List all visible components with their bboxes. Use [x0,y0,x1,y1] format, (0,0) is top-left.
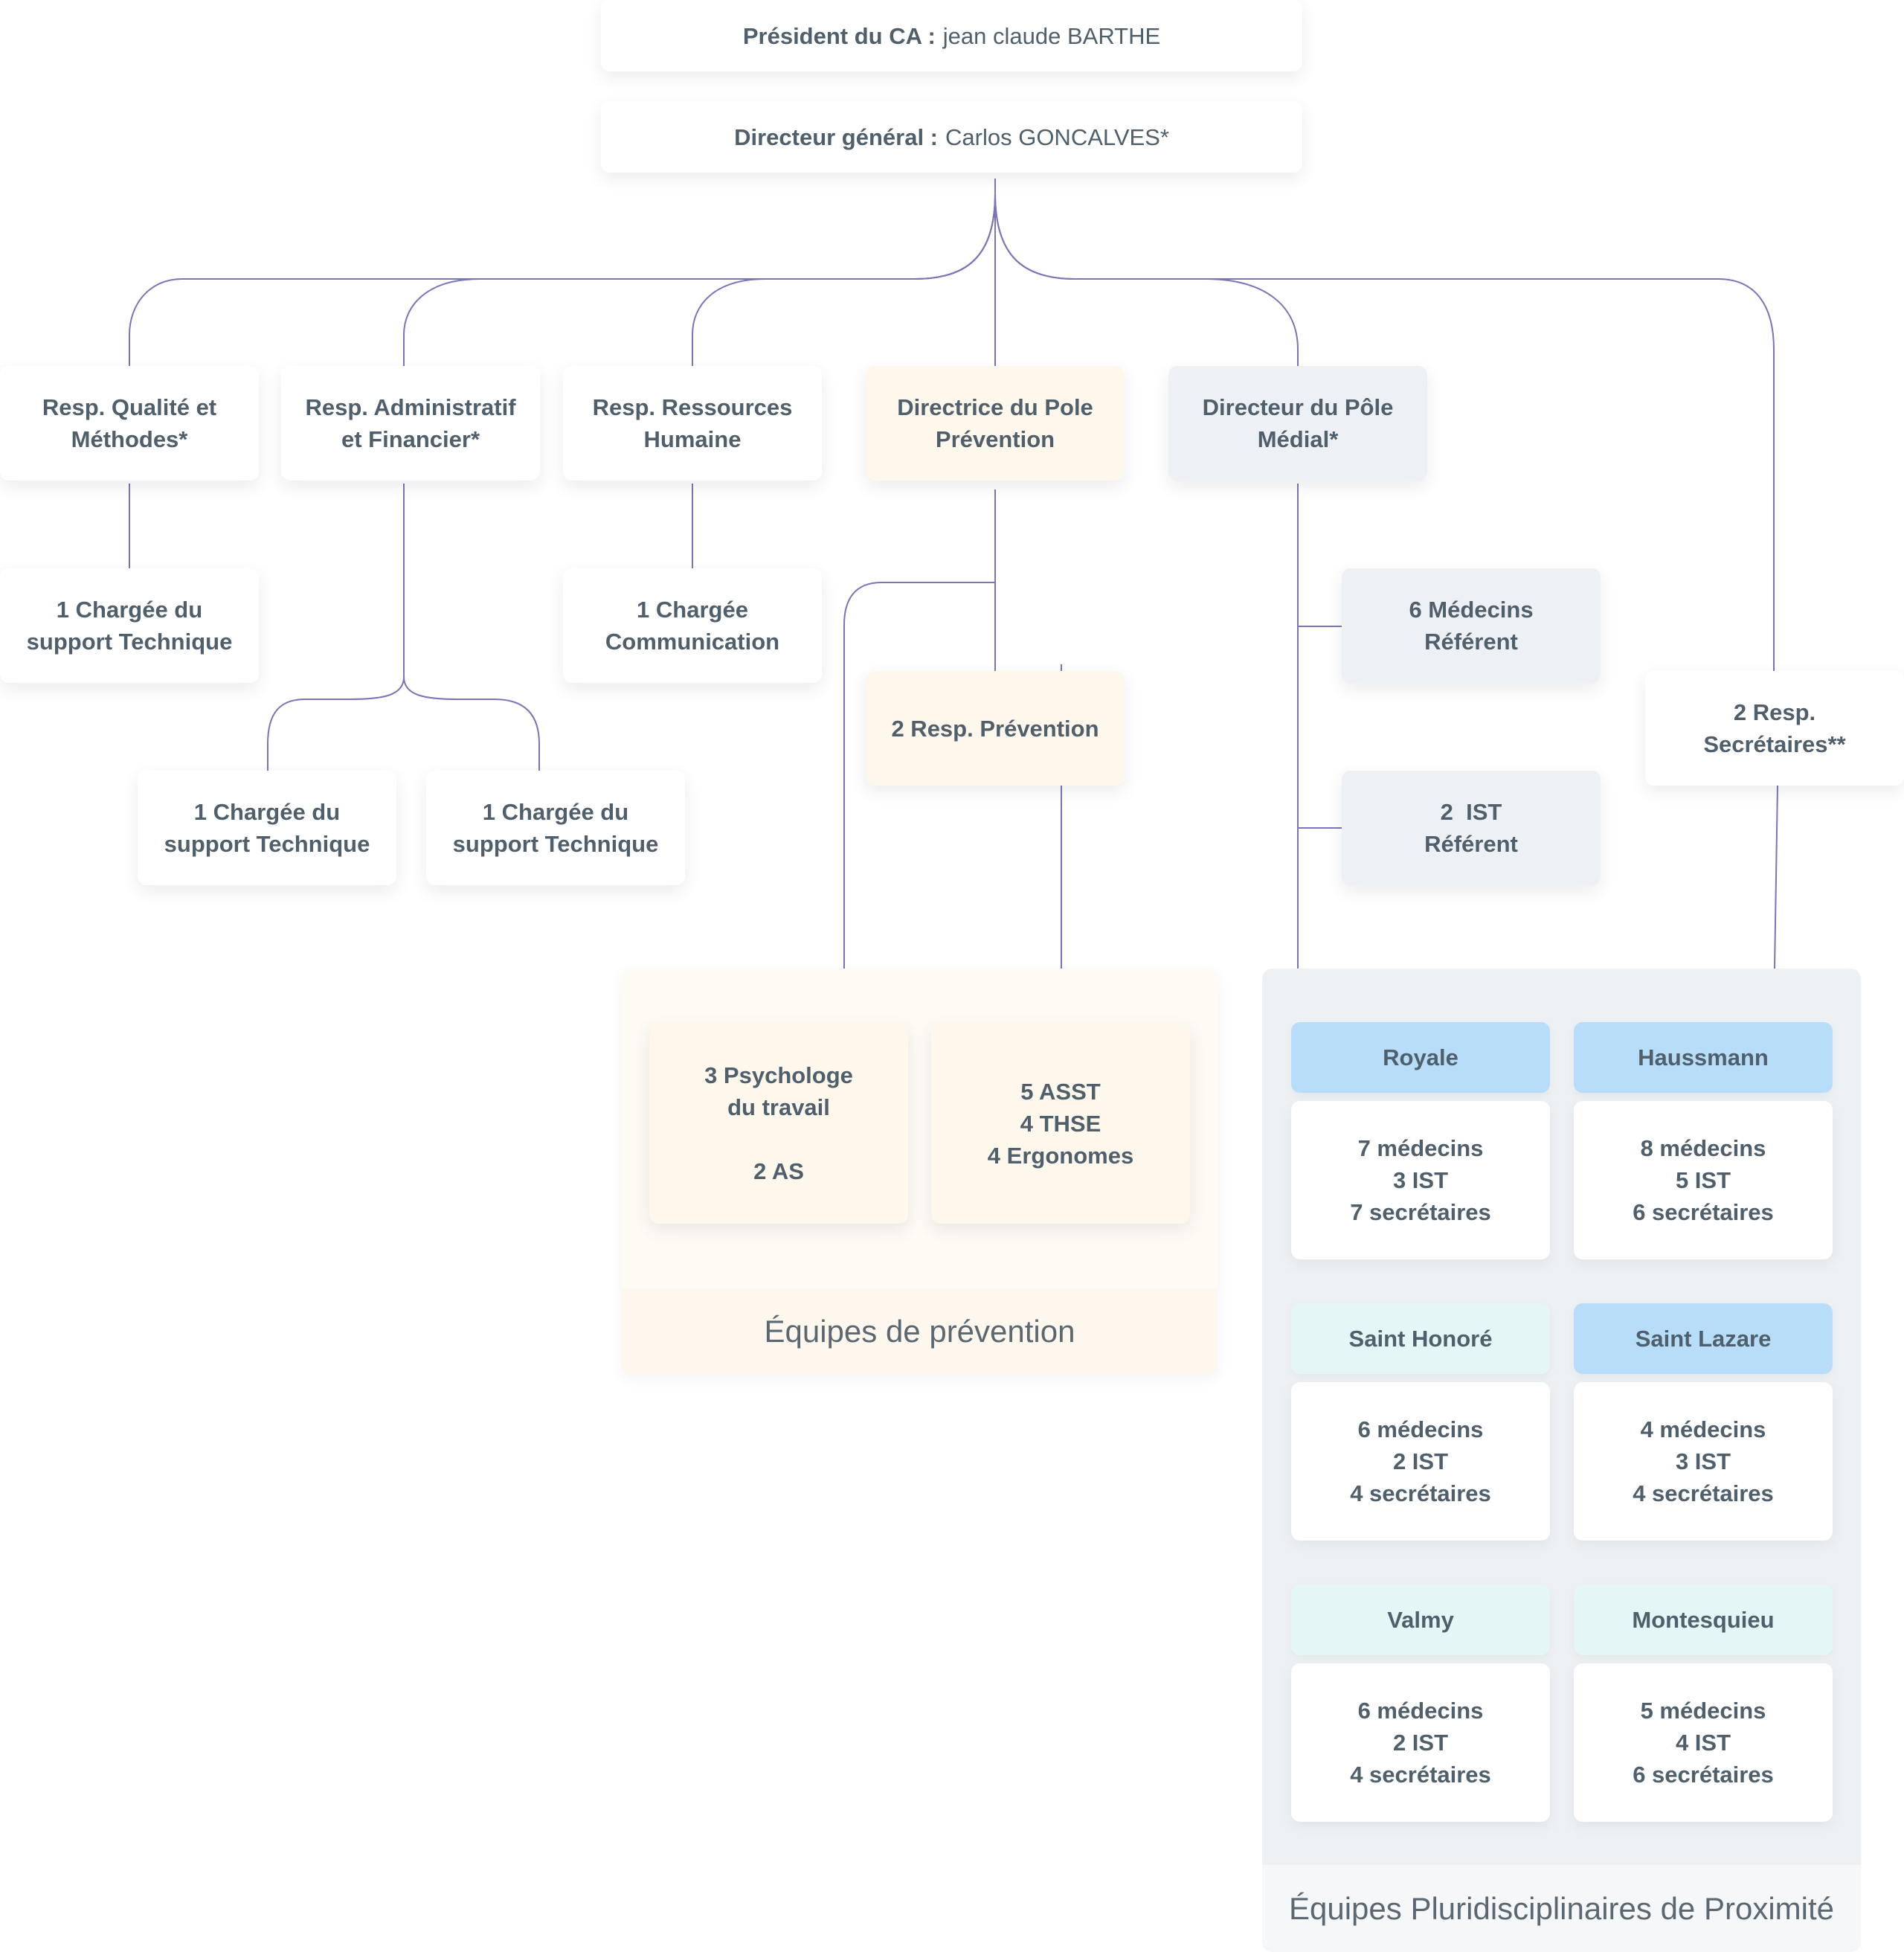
president-label: Président du CA : [742,22,936,49]
card-line: 5 IST [1675,1167,1731,1193]
support-technique-admin-2-card: 1 Chargée du support Technique [426,771,685,885]
branch-secretaires [994,193,1775,673]
card-line: 3 Psychologe [704,1062,853,1088]
card-line: 8 médecins [1640,1135,1766,1161]
card-line: 5 médecins [1640,1698,1766,1724]
card-line: 4 THSE [1020,1110,1101,1137]
card-line: 2 IST [1392,1448,1449,1474]
card-line: 2 Resp. Prévention [891,715,1099,742]
directeur-medical-card: Directeur du Pôle Médial* [1168,366,1427,481]
card-line: Communication [605,629,780,655]
card-line: Directeur du Pôle [1202,394,1394,420]
card-line: 2 Resp. [1733,699,1816,725]
card-line: 3 IST [1675,1448,1731,1474]
line-prevention-psych [843,582,995,1021]
card-line: Humaine [643,426,742,452]
line-secretaires-group [1774,785,1778,969]
resp-rh-card: Resp. Ressources Humaine [563,366,822,481]
card-line: 4 IST [1675,1730,1731,1756]
card-line: 6 secrétaires [1633,1762,1774,1788]
card-line: 2 AS [753,1158,804,1184]
card-line: du travail [727,1094,830,1120]
card-line: 7 médecins [1357,1135,1484,1161]
card-line: Prévention [935,426,1055,452]
director-general-card: Directeur général : Carlos GONCALVES* [601,101,1302,173]
medecins-referent-card: 6 Médecins Référent [1342,568,1601,683]
card-line: 1 Chargée du [56,597,203,623]
card-line: 1 Chargée du [482,799,629,825]
directrice-prevention-card: Directrice du Pole Prévention [866,366,1125,481]
card-line: Secrétaires** [1703,731,1846,757]
card-line: 6 médecins [1357,1698,1484,1724]
branch-hr [692,193,996,366]
card-line: 6 médecins [1357,1416,1484,1442]
card-line: 4 médecins [1640,1416,1766,1442]
line-admin-split [267,484,540,771]
president-card: Président du CA : jean claude BARTHE [601,0,1302,71]
card-line: Resp. Qualité et [42,394,217,420]
site-montesquieu-header: Montesquieu [1574,1585,1833,1655]
site-montesquieu-body: 5 médecins 4 IST 6 secrétaires [1574,1663,1833,1822]
card-line: et Financier* [341,426,480,452]
card-line: 4 secrétaires [1350,1762,1491,1788]
site-saint-honore-header: Saint Honoré [1291,1303,1550,1374]
support-technique-qualite-card: 1 Chargée du support Technique [0,568,259,683]
site-saint-honore-body: 6 médecins 2 IST 4 secrétaires [1291,1382,1550,1541]
prevention-team-caption: Équipes de prévention [621,1288,1218,1375]
director-label: Directeur général : [734,123,939,150]
card-line: Médial* [1257,426,1339,452]
card-line: 5 ASST [1020,1078,1101,1105]
card-line: support Technique [26,629,233,655]
card-line: Référent [1424,629,1518,655]
card-line: 3 IST [1392,1167,1449,1193]
support-technique-admin-1-card: 1 Chargée du support Technique [138,771,396,885]
card-line: 1 Chargée [637,597,748,623]
card-line: 4 Ergonomes [987,1142,1134,1169]
card-line: 4 secrétaires [1633,1480,1774,1506]
psychologue-card: 3 Psychologe du travail 2 AS [649,1023,908,1224]
president-name: jean claude BARTHE [942,22,1161,49]
card-line: Directrice du Pole [897,394,1093,420]
card-line: Resp. Administratif [305,394,516,420]
site-valmy-header: Valmy [1291,1585,1550,1655]
site-saint-lazare-body: 4 médecins 3 IST 4 secrétaires [1574,1382,1833,1541]
card-line: 6 secrétaires [1633,1199,1774,1225]
site-saint-lazare-header: Saint Lazare [1574,1303,1833,1374]
card-line: Méthodes* [71,426,188,452]
card-line: Référent [1424,831,1518,857]
communication-card: 1 Chargée Communication [563,568,822,683]
card-line: 7 secrétaires [1350,1199,1491,1225]
card-line: 6 Médecins [1409,597,1534,623]
resp-admin-card: Resp. Administratif et Financier* [281,366,540,481]
director-name: Carlos GONCALVES* [945,123,1169,150]
card-line: support Technique [164,831,370,857]
resp-secretaires-card: 2 Resp. Secrétaires** [1645,671,1904,786]
ist-referent-card: 2 IST Référent [1342,771,1601,885]
resp-prevention-card: 2 Resp. Prévention [866,671,1125,786]
card-line: Resp. Ressources [592,394,793,420]
site-haussmann-body: 8 médecins 5 IST 6 secrétaires [1574,1101,1833,1259]
asst-card: 5 ASST 4 THSE 4 Ergonomes [931,1023,1190,1224]
site-valmy-body: 6 médecins 2 IST 4 secrétaires [1291,1663,1550,1822]
site-royale-header: Royale [1291,1022,1550,1093]
card-line: 4 secrétaires [1350,1480,1491,1506]
site-haussmann-header: Haussmann [1574,1022,1833,1093]
card-line: 2 IST [1392,1730,1449,1756]
site-royale-body: 7 médecins 3 IST 7 secrétaires [1291,1101,1550,1259]
proximity-team-caption: Équipes Pluridisciplinaires de Proximité [1262,1865,1861,1952]
card-line: 1 Chargée du [193,799,341,825]
card-line: 2 IST [1440,799,1502,825]
card-line: support Technique [452,831,659,857]
resp-qualite-card: Resp. Qualité et Méthodes* [0,366,259,481]
